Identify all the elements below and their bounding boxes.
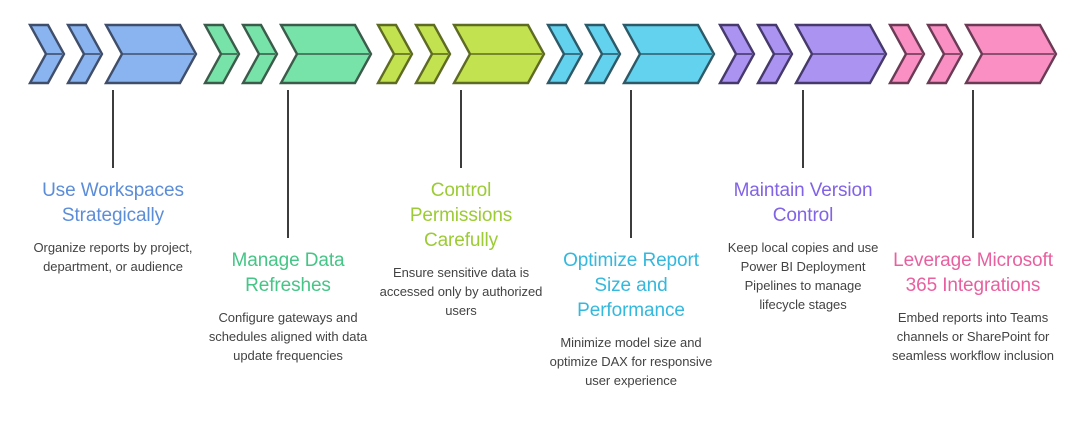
step-title-2: Manage Data Refreshes <box>231 250 345 296</box>
chevron-group-1 <box>27 23 198 85</box>
step-description-4: Minimize model size and optimize DAX for… <box>549 335 713 388</box>
connector-line-5 <box>802 90 804 168</box>
chevron-group-icon <box>375 23 546 85</box>
connector-line-6 <box>972 90 974 238</box>
step-title-1: Use Workspaces Strategically <box>42 180 184 226</box>
chevron-group-2 <box>202 23 373 85</box>
step-title-5: Maintain Version Control <box>733 180 873 226</box>
connector-line-1 <box>112 90 114 168</box>
connector-line-2 <box>287 90 289 238</box>
chevron-group-icon <box>545 23 716 85</box>
chevron-group-4 <box>545 23 716 85</box>
connector-line-4 <box>630 90 632 238</box>
chevron-group-icon <box>27 23 198 85</box>
chevron-group-icon <box>202 23 373 85</box>
step-description-2: Configure gateways and schedules aligned… <box>208 310 368 363</box>
chevron-group-icon <box>717 23 888 85</box>
connector-line-3 <box>460 90 462 168</box>
step-description-3: Ensure sensitive data is accessed only b… <box>379 265 543 318</box>
step-description-1: Organize reports by project, department,… <box>33 240 193 274</box>
step-title-4: Optimize Report Size and Performance <box>563 250 699 321</box>
chevron-group-6 <box>887 23 1058 85</box>
step-title-6: Leverage Microsoft 365 Integrations <box>893 250 1053 296</box>
chevron-group-5 <box>717 23 888 85</box>
step-title-3: Control Permissions Carefully <box>409 180 513 251</box>
chevron-group-icon <box>887 23 1058 85</box>
chevron-group-3 <box>375 23 546 85</box>
step-description-6: Embed reports into Teams channels or Sha… <box>892 310 1054 363</box>
step-description-5: Keep local copies and use Power BI Deplo… <box>727 240 879 312</box>
